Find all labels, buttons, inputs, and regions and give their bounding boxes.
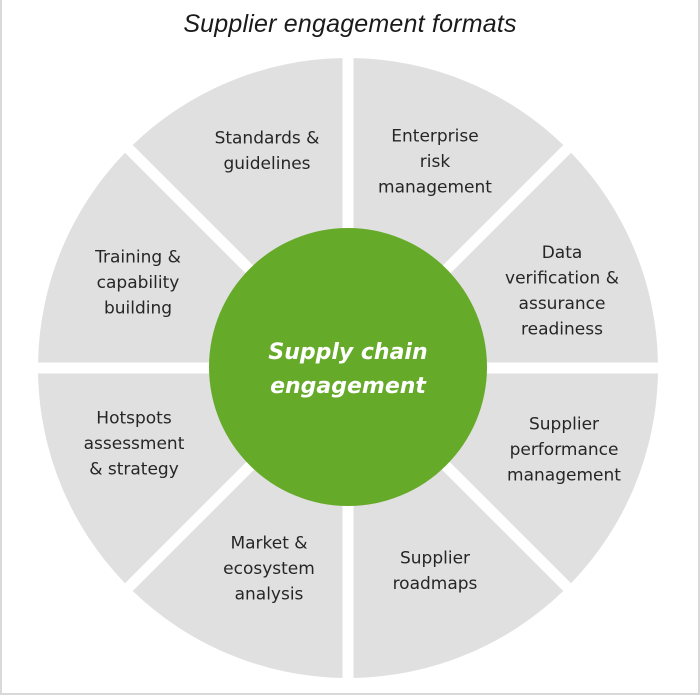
segment-label-line: Market & bbox=[230, 534, 307, 554]
diagram-title: Supplier engagement formats bbox=[183, 10, 517, 38]
hub-label-line: engagement bbox=[270, 374, 427, 399]
segment-label-line: Supplier bbox=[400, 548, 470, 568]
segment-label-line: Standards & bbox=[215, 128, 320, 148]
segment-label-line: performance bbox=[510, 440, 619, 460]
segment-label-standards: Standards & guidelines bbox=[215, 128, 320, 174]
segment-label-line: Enterprise bbox=[391, 127, 478, 147]
segment-label-training: Training & capability building bbox=[94, 248, 181, 319]
segment-label-line: roadmaps bbox=[393, 574, 478, 594]
segment-label-line: readiness bbox=[521, 319, 603, 339]
segment-label-market-ecosystem: Market & ecosystem analysis bbox=[223, 534, 315, 605]
segment-label-line: risk bbox=[420, 152, 451, 172]
segment-label-hotspots: Hotspots assessment & strategy bbox=[84, 409, 185, 480]
segment-label-line: capability bbox=[97, 273, 180, 293]
segment-label-supplier-roadmaps: Supplier roadmaps bbox=[393, 548, 478, 594]
hub-label: Supply chain engagement bbox=[268, 340, 427, 399]
segment-label-data-verification: Data verification & assurance readiness bbox=[505, 243, 619, 340]
segment-label-enterprise-risk: Enterprise risk management bbox=[378, 127, 492, 198]
segment-label-line: management bbox=[507, 466, 621, 486]
segment-label-line: Training & bbox=[94, 248, 181, 268]
segment-label-line: assessment bbox=[84, 434, 185, 454]
segment-label-line: & strategy bbox=[89, 460, 179, 480]
segment-label-line: Supplier bbox=[529, 415, 599, 435]
segment-label-line: analysis bbox=[235, 585, 304, 605]
segment-label-line: verification & bbox=[505, 268, 619, 288]
segment-label-line: Data bbox=[542, 243, 583, 263]
segment-label-line: building bbox=[104, 299, 172, 319]
segment-label-line: Hotspots bbox=[96, 409, 172, 429]
hub-label-line: Supply chain bbox=[268, 340, 427, 365]
segment-label-line: assurance bbox=[519, 294, 606, 314]
segment-label-line: management bbox=[378, 178, 492, 198]
segment-label-line: guidelines bbox=[223, 154, 310, 174]
segment-label-supplier-performance: Supplier performance management bbox=[507, 415, 621, 486]
segment-label-line: ecosystem bbox=[223, 559, 315, 579]
hub-circle bbox=[209, 228, 487, 506]
